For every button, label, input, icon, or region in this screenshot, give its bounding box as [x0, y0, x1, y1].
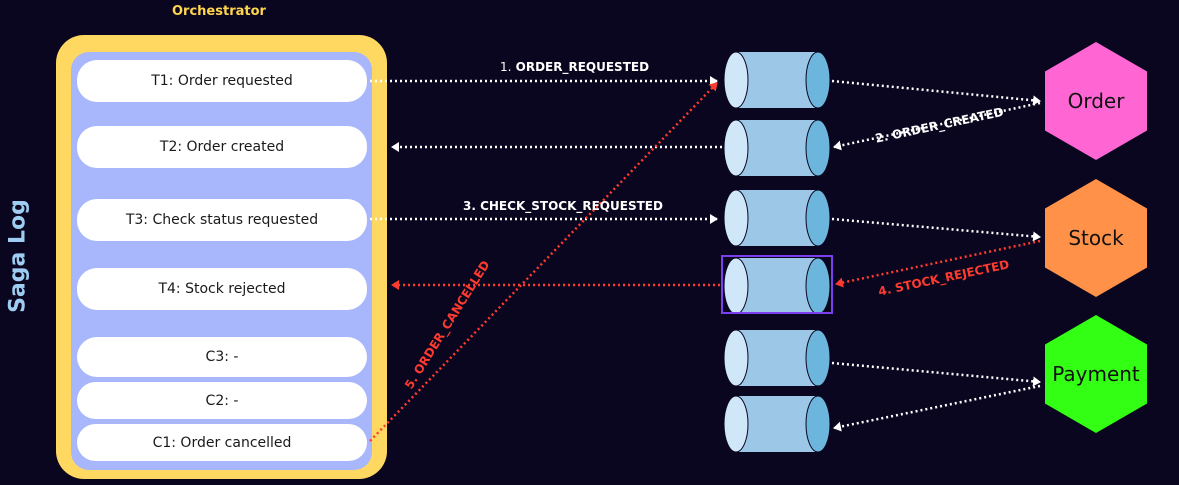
step-c1[interactable]: C1: Order cancelled — [77, 424, 367, 461]
service-order[interactable]: Order — [1045, 42, 1147, 160]
queue-3[interactable] — [723, 189, 831, 247]
step-t3[interactable]: T3: Check status requested — [77, 199, 367, 241]
arrow-queue3-to-stock — [831, 217, 1041, 242]
message-1-name: ORDER_REQUESTED — [515, 60, 650, 74]
step-c2[interactable]: C2: - — [77, 382, 367, 419]
queue-4-selection — [721, 255, 833, 314]
arrow-order-to-queue2 — [833, 101, 1041, 151]
message-1-number: 1. — [500, 60, 512, 74]
queue-2[interactable] — [723, 119, 831, 177]
orchestrator-title: Orchestrator — [172, 4, 266, 19]
arrow-payment-to-queue6 — [833, 384, 1041, 432]
queue-4[interactable] — [723, 257, 831, 315]
step-t4[interactable]: T4: Stock rejected — [77, 268, 367, 310]
arrow-c1-to-queue1 — [369, 82, 718, 442]
queue-5[interactable] — [723, 329, 831, 387]
step-t2[interactable]: T2: Order created — [77, 126, 367, 168]
message-3-label: 3. CHECK_STOCK_REQUESTED — [463, 199, 663, 213]
arrow-queue1-to-order — [831, 79, 1041, 106]
arrow-queue5-to-payment — [831, 361, 1041, 387]
step-c3[interactable]: C3: - — [77, 337, 367, 377]
queue-1[interactable] — [723, 51, 831, 109]
step-t1[interactable]: T1: Order requested — [77, 60, 367, 102]
message-1-label: 1. ORDER_REQUESTED — [500, 60, 649, 74]
queue-6[interactable] — [723, 395, 831, 453]
